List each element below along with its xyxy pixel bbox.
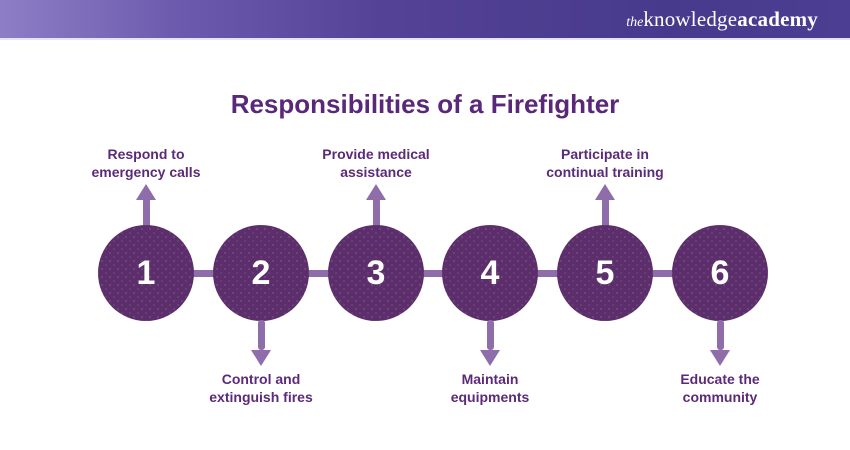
- arrow-up-stem: [372, 198, 380, 228]
- timeline-connector-line: [146, 270, 720, 277]
- arrow-up-stem: [601, 198, 609, 228]
- step-2-circle: 2: [213, 225, 309, 321]
- step-4-circle: 4: [442, 225, 538, 321]
- brand-logo-academy: academy: [737, 6, 818, 31]
- arrow-up-icon: [136, 184, 156, 200]
- step-4-label: Maintain equipments: [450, 371, 530, 405]
- step-3-circle: 3: [328, 225, 424, 321]
- step-1-circle: 1: [98, 225, 194, 321]
- arrow-down-icon: [251, 350, 271, 366]
- arrow-down-stem: [716, 320, 724, 350]
- brand-logo-knowledge: knowledge: [643, 6, 738, 31]
- step-5-label: Participate in continual training: [546, 146, 664, 180]
- arrow-up-stem: [142, 198, 150, 228]
- arrow-down-stem: [486, 320, 494, 350]
- brand-logo-the: the: [626, 14, 644, 30]
- step-2-label: Control and extinguish fires: [209, 371, 313, 405]
- step-6-label: Educate the community: [680, 371, 760, 405]
- step-6-circle: 6: [672, 225, 768, 321]
- header-band: theknowledgeacademy: [0, 0, 850, 40]
- arrow-up-icon: [366, 184, 386, 200]
- step-3-label: Provide medical assistance: [322, 146, 430, 180]
- arrow-down-icon: [710, 350, 730, 366]
- arrow-down-stem: [257, 320, 265, 350]
- brand-logo: theknowledgeacademy: [626, 7, 818, 32]
- step-5-circle: 5: [557, 225, 653, 321]
- step-1-label: Respond to emergency calls: [91, 146, 201, 180]
- arrow-down-icon: [480, 350, 500, 366]
- page-title: Responsibilities of a Firefighter: [230, 89, 620, 120]
- arrow-up-icon: [595, 184, 615, 200]
